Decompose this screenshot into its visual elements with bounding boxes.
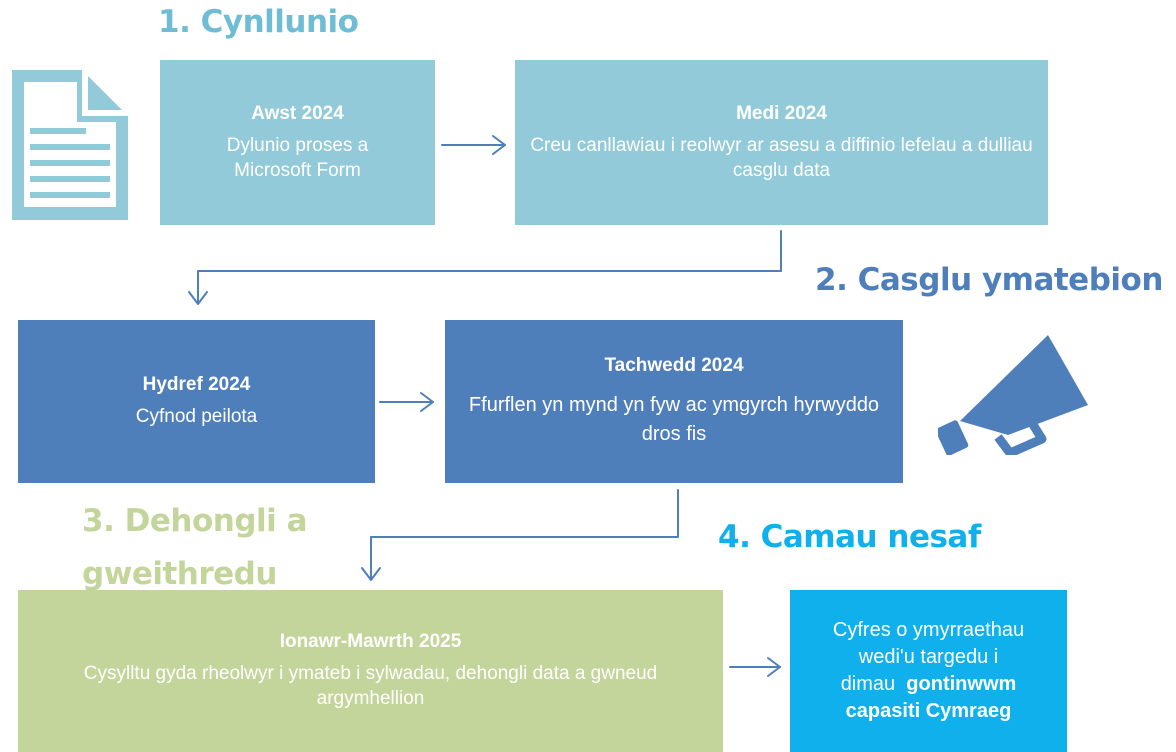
- box-description: Cyfnod peilota: [135, 406, 258, 427]
- box-title: Awst 2024: [251, 102, 344, 124]
- heading-dehongli-a-gweithredu: 3. Dehongli a gweithredu: [82, 495, 308, 601]
- box-description: Ffurflen yn mynd yn fyw ac ymgyrch hyrwy…: [468, 393, 880, 445]
- box-tachwedd-2024: Tachwedd 2024 Ffurflen yn mynd yn fyw ac…: [445, 320, 903, 483]
- arrow-medi-to-hydref: [197, 230, 782, 303]
- heading-cynllunio: 1. Cynllunio: [158, 4, 359, 40]
- box-description: Dylunio proses a Microsoft Form: [226, 134, 369, 181]
- box-ionawr-mawrth-2025: Ionawr-Mawrth 2025 Cysylltu gyda rheolwy…: [18, 590, 723, 752]
- final-line-3-plain: dimau: [840, 673, 896, 695]
- box-title: Ionawr-Mawrth 2025: [279, 631, 462, 652]
- arrowhead-tachwedd-to-ionawr: [361, 567, 381, 581]
- arrowhead-ionawr-to-camau: [767, 657, 781, 677]
- megaphone-icon: [938, 335, 1088, 455]
- arrowhead-medi-to-hydref: [188, 291, 208, 305]
- box-medi-2024: Medi 2024 Creu canllawiau i reolwyr ar a…: [515, 60, 1048, 225]
- final-line-1: Cyfres o ymyrraethau: [832, 619, 1025, 641]
- arrow-tachwedd-to-ionawr: [370, 489, 679, 579]
- final-line-2: wedi'u targedu i: [858, 646, 999, 668]
- heading-dehongli-line2: gweithredu: [82, 556, 277, 592]
- box-title: Hydref 2024: [142, 374, 251, 395]
- box-description: Creu canllawiau i reolwyr ar asesu a dif…: [530, 134, 1033, 181]
- arrowhead-awst-to-medi: [492, 135, 506, 155]
- arrowhead-hydref-to-tachwedd: [420, 392, 434, 412]
- box-hydref-2024: Hydref 2024 Cyfnod peilota: [18, 320, 375, 483]
- box-title: Medi 2024: [736, 102, 827, 124]
- heading-casglu-ymatebion: 2. Casglu ymatebion: [815, 262, 1163, 298]
- box-title: Tachwedd 2024: [604, 354, 744, 376]
- box-camau-nesaf: Cyfres o ymyrraethau wedi'u targedu i di…: [790, 590, 1067, 752]
- box-description: Cysylltu gyda rheolwyr i ymateb i sylwad…: [83, 663, 658, 709]
- box-awst-2024: Awst 2024 Dylunio proses a Microsoft For…: [160, 60, 435, 225]
- final-line-3: dimau gontinwwm: [833, 671, 1024, 698]
- final-line-4: capasiti Cymraeg: [845, 700, 1012, 722]
- document-icon: [12, 70, 128, 220]
- heading-camau-nesaf: 4. Camau nesaf: [718, 519, 981, 555]
- final-description: Cyfres o ymyrraethau wedi'u targedu i di…: [833, 617, 1024, 725]
- final-line-3-bold: gontinwwm: [906, 673, 1017, 695]
- heading-dehongli-line1: 3. Dehongli a: [82, 503, 308, 539]
